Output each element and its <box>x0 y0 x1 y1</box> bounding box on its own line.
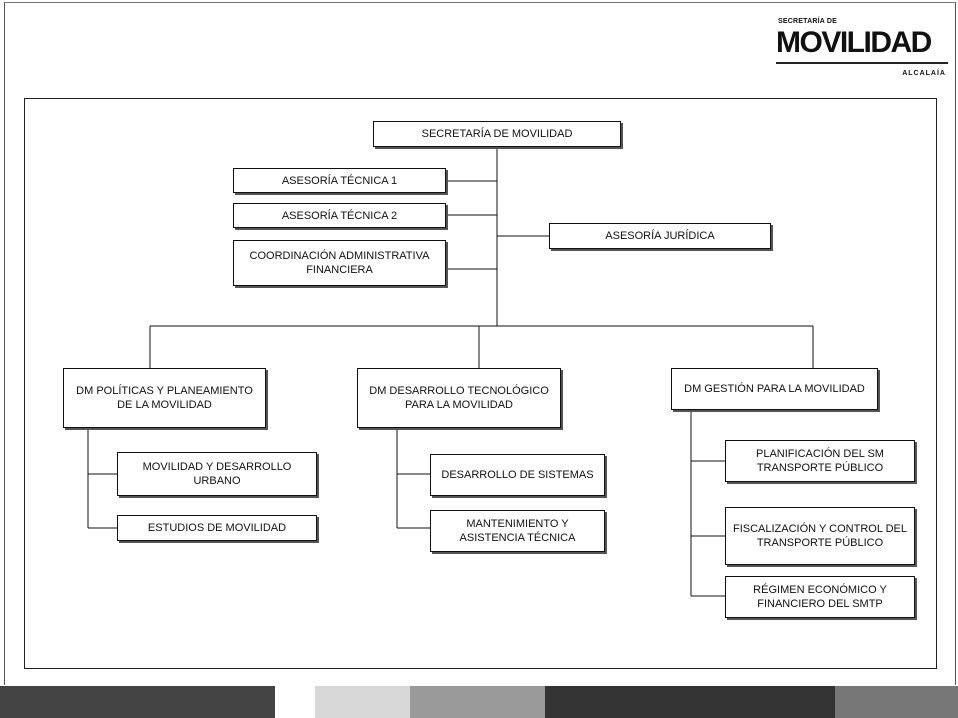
org-box-dm-politicas: DM POLÍTICAS Y PLANEAMIENTO DE LA MOVILI… <box>63 368 266 428</box>
footer-band-2 <box>275 686 315 718</box>
footer-band-1 <box>0 686 275 718</box>
org-box-movilidad-desarrollo-urbano: MOVILIDAD Y DESARROLLO URBANO <box>117 452 317 496</box>
org-box-coordinacion-administrativa: COORDINACIÓN ADMINISTRATIVA FINANCIERA <box>233 240 446 286</box>
org-box-dm-desarrollo-tecnologico: DM DESARROLLO TECNOLÓGICO PARA LA MOVILI… <box>357 368 561 428</box>
logo-name: MOVILIDAD <box>776 26 932 59</box>
org-box-secretaria: SECRETARÍA DE MOVILIDAD <box>373 121 621 147</box>
org-box-estudios-movilidad: ESTUDIOS DE MOVILIDAD <box>117 515 317 541</box>
footer-band-3 <box>315 686 410 718</box>
org-box-desarrollo-sistemas: DESARROLLO DE SISTEMAS <box>430 454 605 496</box>
logo-rule <box>776 62 948 64</box>
footer-band-5 <box>545 686 835 718</box>
org-box-asesoria-tecnica-2: ASESORÍA TÉCNICA 2 <box>233 203 446 228</box>
org-box-asesoria-tecnica-1: ASESORÍA TÉCNICA 1 <box>233 168 446 193</box>
org-box-regimen-economico: RÉGIMEN ECONÓMICO Y FINANCIERO DEL SMTP <box>725 576 915 618</box>
logo-city: ALCALAÍA <box>902 70 946 77</box>
footer-strip <box>0 686 958 718</box>
page-frame <box>4 2 956 685</box>
org-box-mantenimiento-asistencia: MANTENIMIENTO Y ASISTENCIA TÉCNICA <box>430 510 605 552</box>
footer-band-6 <box>835 686 958 718</box>
secretaria-movilidad-logo: SECRETARÍA DE MOVILIDAD ALCALAÍA <box>776 16 952 80</box>
org-chart-panel <box>24 98 937 669</box>
org-box-dm-gestion: DM GESTIÓN PARA LA MOVILIDAD <box>671 368 878 410</box>
logo-prefix: SECRETARÍA DE <box>778 18 837 25</box>
org-box-planificacion-transporte: PLANIFICACIÓN DEL SM TRANSPORTE PÚBLICO <box>725 440 915 482</box>
org-box-asesoria-juridica: ASESORÍA JURÍDICA <box>549 223 771 249</box>
footer-band-4 <box>410 686 545 718</box>
org-box-fiscalizacion-control: FISCALIZACIÓN Y CONTROL DEL TRANSPORTE P… <box>725 507 915 565</box>
